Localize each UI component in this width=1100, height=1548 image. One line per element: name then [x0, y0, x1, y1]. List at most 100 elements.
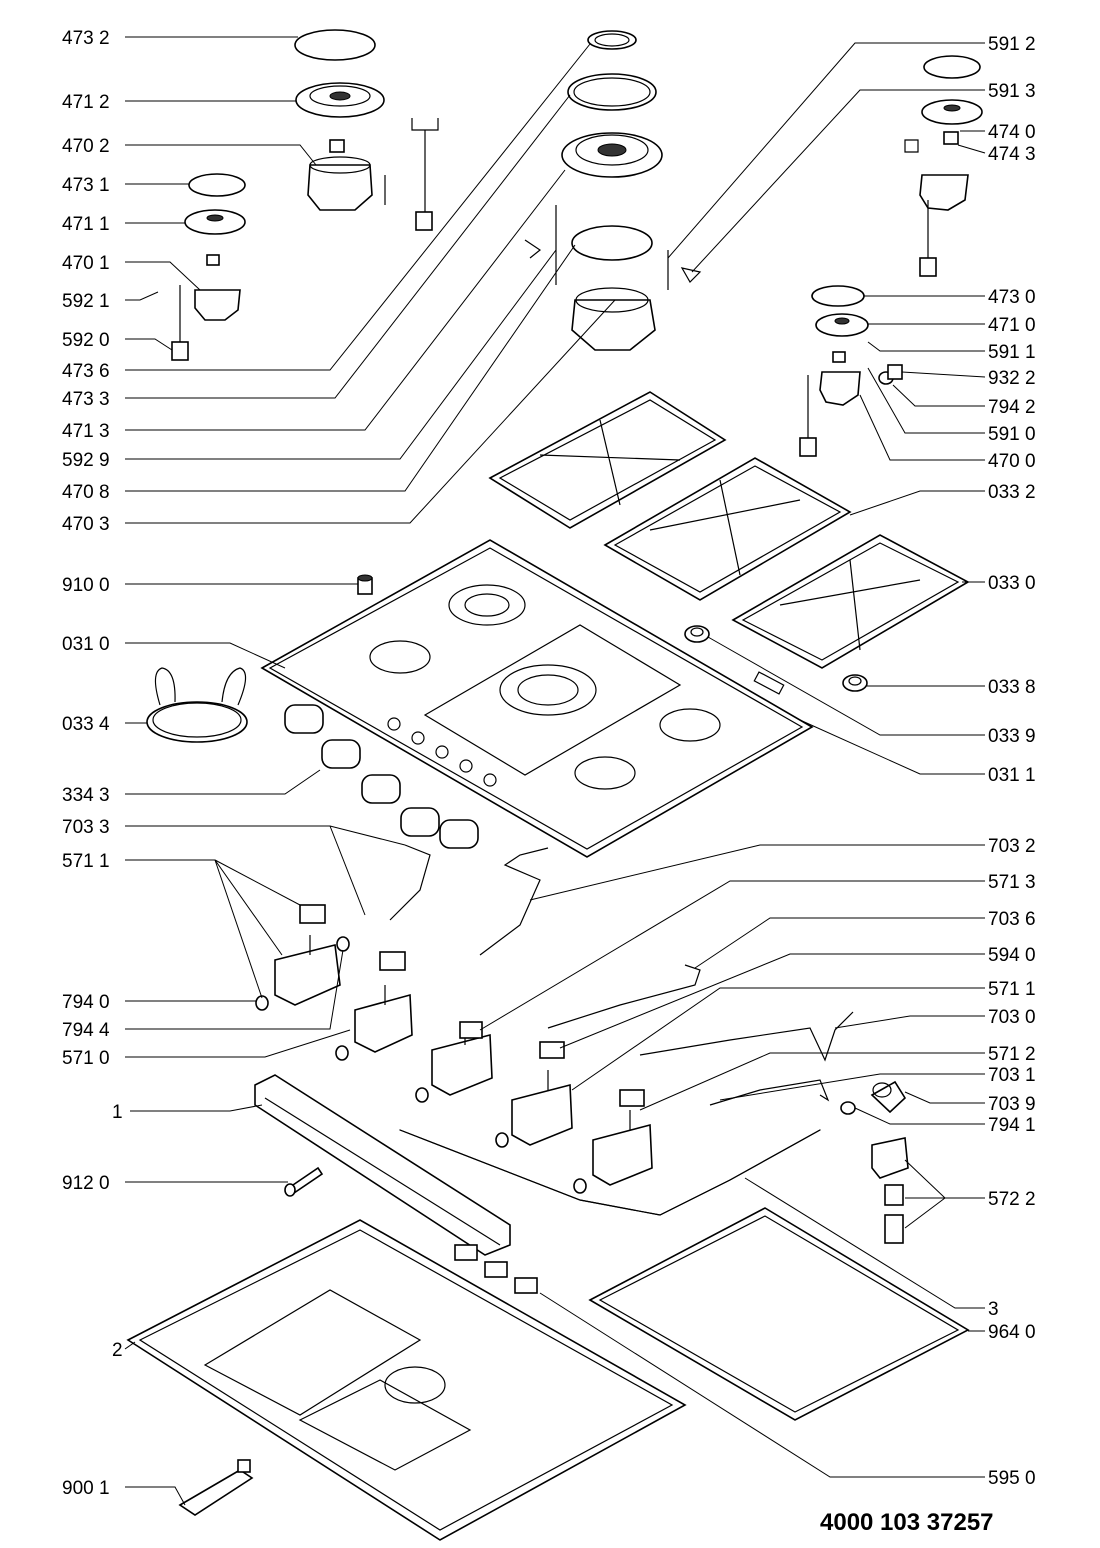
burner-ring-474-0 [921, 99, 983, 145]
label-031-1: 031 1 [988, 765, 1036, 786]
label-591-0: 591 0 [988, 424, 1036, 445]
thermocouple-upper-left [384, 118, 439, 231]
label-031-0: 031 0 [62, 634, 110, 655]
label-595-0: 595 0 [988, 1468, 1036, 1489]
label-471-3: 471 3 [62, 421, 110, 442]
label-592-9: 592 9 [62, 450, 110, 471]
label-033-0: 033 0 [988, 573, 1036, 594]
label-471-2: 471 2 [62, 92, 110, 113]
label-900-1: 900 1 [62, 1478, 110, 1499]
label-571-1-left: 571 1 [62, 851, 110, 872]
burner-base-470-3 [571, 287, 656, 351]
burner-ring-471-2 [295, 82, 385, 118]
label-572-2: 572 2 [988, 1189, 1036, 1210]
label-470-1: 470 1 [62, 253, 110, 274]
pan-support-middle [603, 457, 852, 601]
bracket-900-1 [178, 1459, 254, 1516]
gas-valve-1 [274, 904, 341, 1006]
label-571-0: 571 0 [62, 1048, 110, 1069]
burner-cap-591-3 [923, 55, 981, 79]
label-474-0: 474 0 [988, 122, 1036, 143]
wok-ring-033-4 [146, 667, 248, 743]
label-571-1-right: 571 1 [988, 979, 1036, 1000]
gas-valve-2 [354, 951, 413, 1053]
label-703-0: 703 0 [988, 1007, 1036, 1028]
label-033-2: 033 2 [988, 482, 1036, 503]
screw-910-0 [357, 574, 373, 595]
label-703-6: 703 6 [988, 909, 1036, 930]
gas-fitting-572-2 [871, 1137, 909, 1244]
label-470-2: 470 2 [62, 136, 110, 157]
label-1: 1 [112, 1102, 123, 1123]
label-470-8: 470 8 [62, 482, 110, 503]
base-tray-2 [126, 1219, 687, 1541]
label-594-0: 594 0 [988, 945, 1036, 966]
leader-lines [124, 36, 986, 1506]
label-473-3: 473 3 [62, 389, 110, 410]
gas-connector-703-9 [870, 1080, 907, 1114]
label-703-1: 703 1 [988, 1065, 1036, 1086]
label-3: 3 [988, 1299, 999, 1320]
label-794-1: 794 1 [988, 1115, 1036, 1136]
grommet-033-9 [684, 625, 710, 643]
label-473-6: 473 6 [62, 361, 110, 382]
label-471-1: 471 1 [62, 214, 110, 235]
label-910-0: 910 0 [62, 575, 110, 596]
burner-ring-471-3 [561, 132, 663, 178]
burner-base-470-0 [799, 351, 903, 457]
label-591-3: 591 3 [988, 81, 1036, 102]
front-rail-1 [254, 1074, 511, 1256]
label-334-3: 334 3 [62, 785, 110, 806]
label-470-3: 470 3 [62, 514, 110, 535]
label-473-2: 473 2 [62, 28, 110, 49]
cooktop-plate-031-0 [260, 539, 814, 858]
gas-valve-3 [431, 1021, 493, 1096]
gas-valve-5 [592, 1089, 653, 1186]
label-2: 2 [112, 1340, 123, 1361]
screw-912-0 [284, 1166, 324, 1197]
burner-base-470-2 [307, 139, 373, 211]
burner-cap-473-1 [188, 173, 246, 197]
connector-block [454, 1244, 538, 1294]
burner-cap-473-2 [294, 29, 376, 61]
label-591-1: 591 1 [988, 342, 1036, 363]
document-number: 4000 103 37257 [820, 1509, 994, 1536]
label-473-0: 473 0 [988, 287, 1036, 308]
label-471-0: 471 0 [988, 315, 1036, 336]
burner-gasket-592-9 [571, 225, 653, 261]
pan-support-left [488, 391, 727, 529]
label-964-0: 964 0 [988, 1322, 1036, 1343]
washers-794 [255, 936, 856, 1194]
left-labels: 473 2 471 2 470 2 473 1 471 1 470 1 592 … [62, 28, 123, 1499]
burner-cap-473-6 [587, 30, 637, 50]
burner-cap-473-0 [811, 285, 865, 307]
seal-964-0 [588, 1207, 970, 1421]
burner-base-474-3 [904, 139, 969, 277]
burner-ring-471-0 [815, 313, 869, 337]
label-033-8: 033 8 [988, 677, 1036, 698]
label-591-2: 591 2 [988, 34, 1036, 55]
label-703-2: 703 2 [988, 836, 1036, 857]
label-794-4: 794 4 [62, 1020, 110, 1041]
label-912-0: 912 0 [62, 1173, 110, 1194]
burner-cap-473-3 [567, 73, 657, 111]
label-592-0: 592 0 [62, 330, 110, 351]
label-794-0: 794 0 [62, 992, 110, 1013]
gas-pipes [389, 844, 854, 1216]
label-703-9: 703 9 [988, 1094, 1036, 1115]
burner-base-470-1 [171, 254, 241, 361]
gas-valve-4 [511, 1041, 573, 1146]
label-470-0: 470 0 [988, 451, 1036, 472]
label-033-9: 033 9 [988, 726, 1036, 747]
label-033-4: 033 4 [62, 714, 110, 735]
label-571-2: 571 2 [988, 1044, 1036, 1065]
label-592-1: 592 1 [62, 291, 110, 312]
label-474-3: 474 3 [988, 144, 1036, 165]
label-473-1: 473 1 [62, 175, 110, 196]
knobs-334-3 [284, 704, 479, 849]
label-932-2: 932 2 [988, 368, 1036, 389]
right-labels: 591 2 591 3 474 0 474 3 473 0 471 0 591 … [988, 34, 1036, 1489]
label-571-3: 571 3 [988, 872, 1036, 893]
label-794-2: 794 2 [988, 397, 1036, 418]
